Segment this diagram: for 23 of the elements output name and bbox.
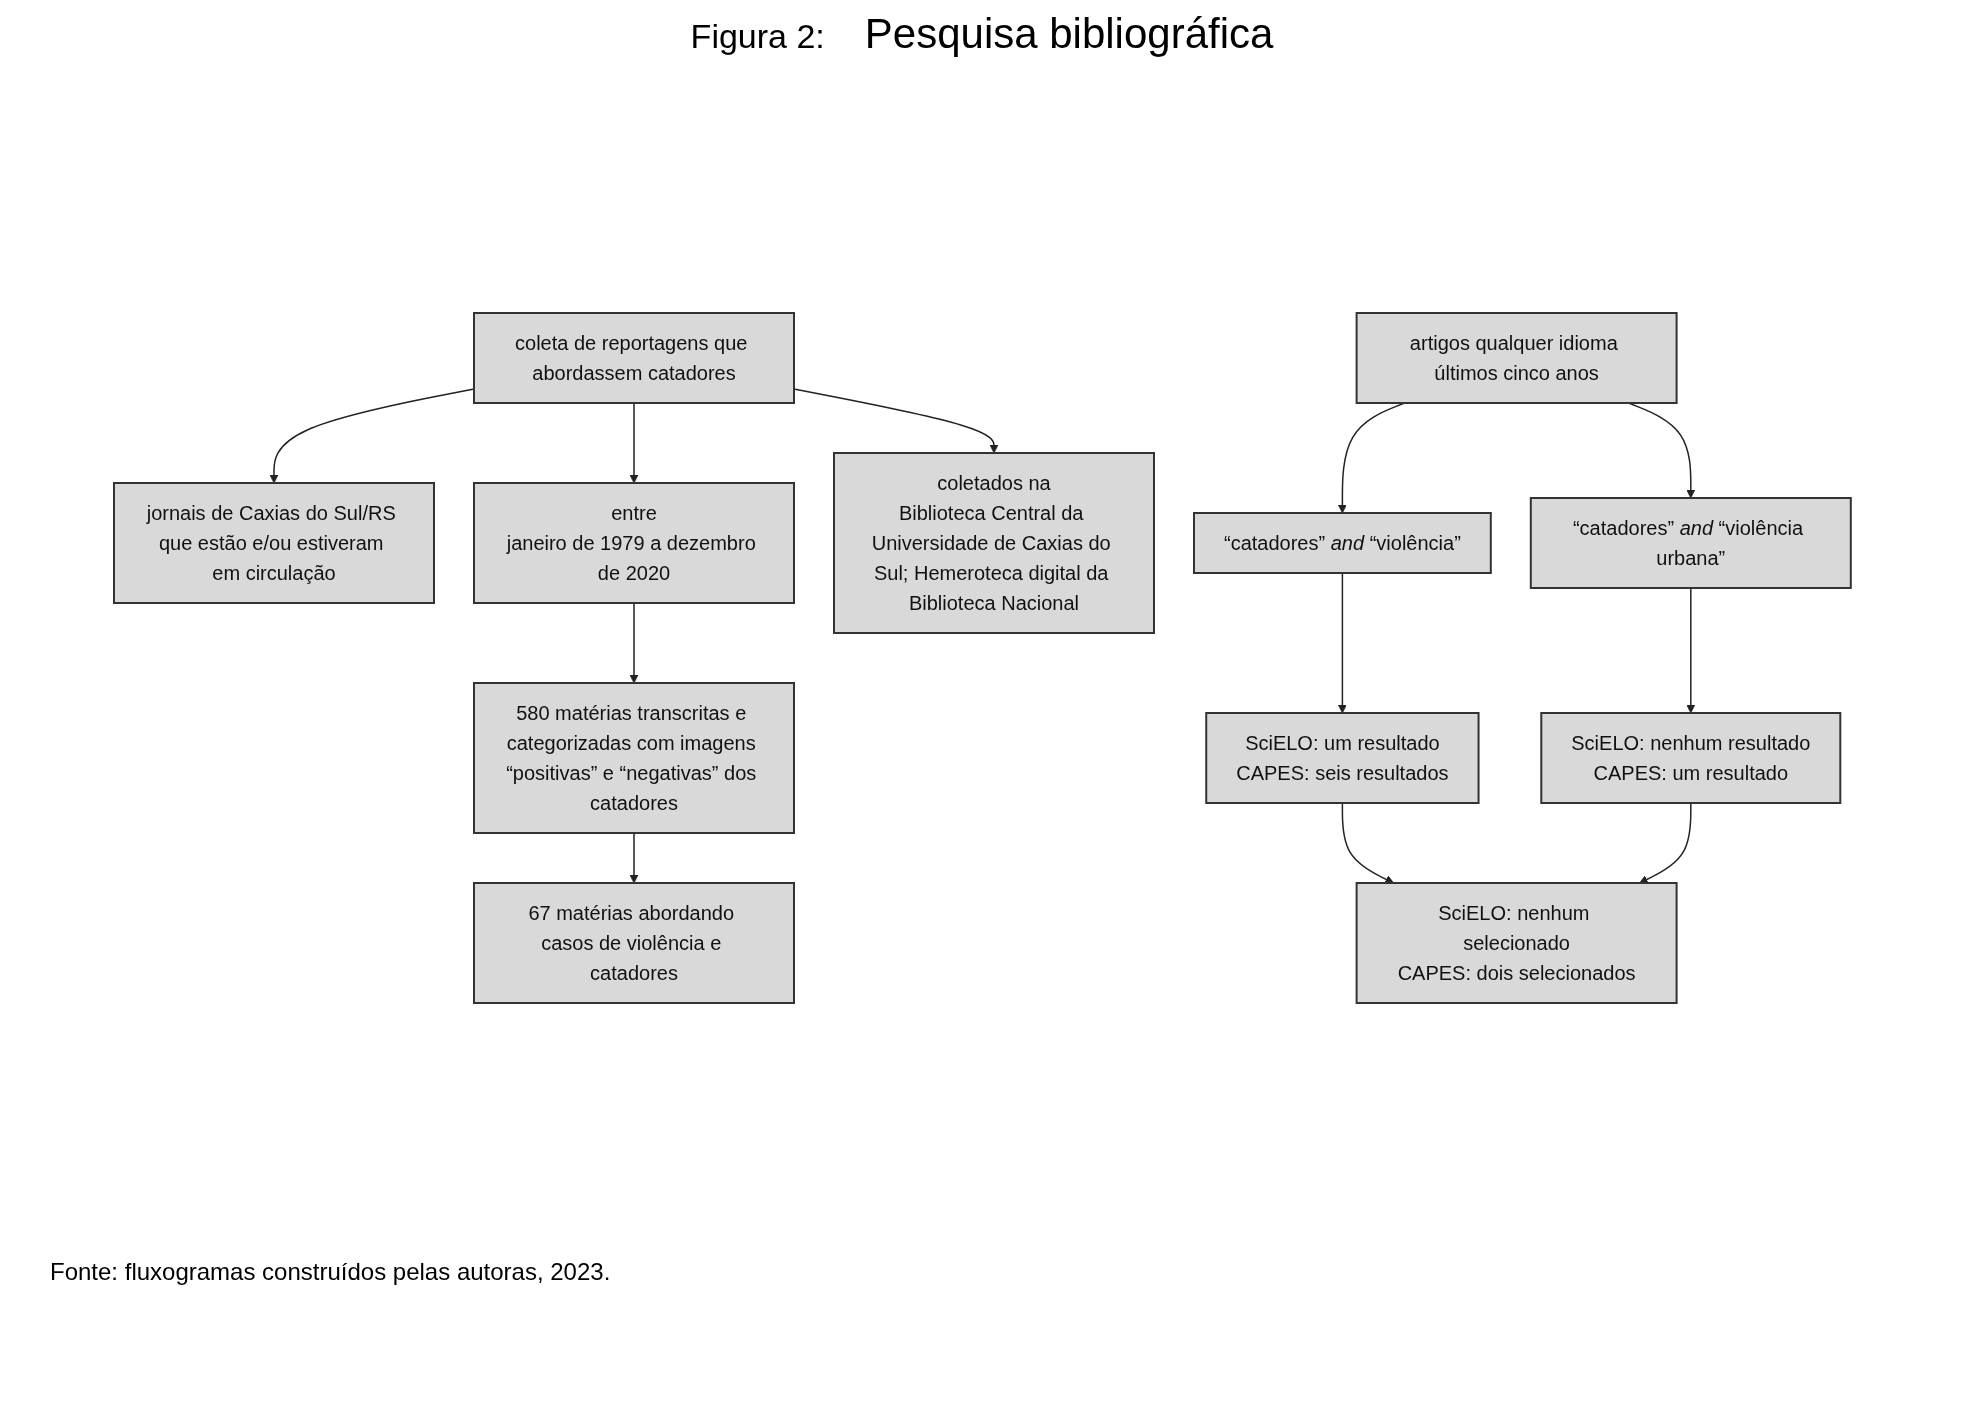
node-box: jornais de Caxias do Sul/RS que estão e/ou estiveram em circulação [112, 482, 435, 604]
node-box: “catadores” and “violência urbana” [1529, 497, 1852, 589]
arrow [1686, 587, 1695, 714]
arrow [1337, 402, 1405, 514]
node-box: coleta de reportagens que abordassem catadores [472, 312, 795, 404]
node-box: 67 matérias abordando casos de violência e catadores [472, 882, 795, 1004]
node-box: SciELO: um resultado CAPES: seis resultados [1204, 712, 1480, 804]
figure-heading: Pesquisa bibliográfica [864, 10, 1274, 58]
node-box: “catadores” and “violência” [1192, 512, 1492, 574]
node-box: SciELO: nenhum selecionado CAPES: dois selecionados [1355, 882, 1678, 1004]
node-box: SciELO: nenhum resultado CAPES: um resultado [1539, 712, 1841, 804]
arrow [629, 402, 638, 484]
arrow [1341, 802, 1394, 884]
arrow [629, 602, 638, 684]
arrow [1337, 572, 1347, 714]
node-box: artigos qualquer idioma últimos cinco anos [1355, 312, 1678, 404]
caption: Fonte: fluxogramas construídos pelas autoras, 2023. [50, 1258, 611, 1286]
arrow [1638, 802, 1692, 884]
arrow [629, 832, 638, 884]
node-box: 580 matérias transcritas e categorizadas com imagens “positivas” e “negativas” dos catadores [472, 682, 795, 834]
node-box: coletados na Biblioteca Central da Universidade de Caxias do Sul; Hemeroteca digital da Biblioteca Nacional [832, 452, 1155, 634]
figure-label: Figura 2: [690, 17, 825, 56]
node-box: entre janeiro de 1979 a dezembro de 2020 [472, 482, 795, 604]
